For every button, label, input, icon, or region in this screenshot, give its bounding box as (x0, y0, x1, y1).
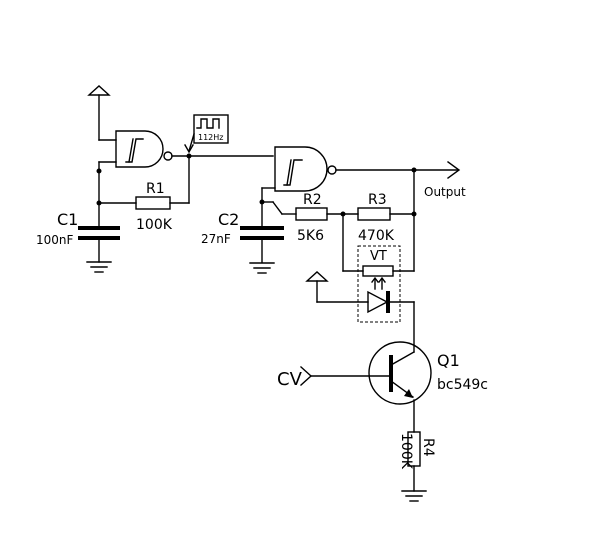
resistor-r2: R2 5K6 (281, 192, 359, 244)
supply-arrow-1 (87, 85, 117, 141)
r4-name: R4 (420, 438, 436, 457)
vactrol-vt: VT (342, 213, 415, 323)
r1-value: 100K (136, 217, 173, 233)
capacitor-c1: C1 100nF (36, 210, 120, 263)
c1-name: C1 (57, 210, 78, 229)
supply-arrow-2 (305, 271, 369, 303)
vt-name: VT (370, 249, 387, 264)
r2-name: R2 (303, 192, 322, 208)
r1-name: R1 (146, 181, 165, 197)
resistor-r1: R1 100K (98, 181, 190, 233)
cv-input: CV (277, 366, 392, 390)
c2-value: 27nF (201, 232, 231, 246)
output-label: Output (424, 185, 466, 199)
c2-name: C2 (218, 210, 239, 229)
ground-3 (401, 490, 427, 502)
ground-2 (249, 262, 275, 274)
oscilloscope-probe: 112Hz (184, 114, 229, 154)
schmitt-nand-gate-2 (274, 146, 337, 192)
schmitt-nand-gate-1 (115, 130, 173, 168)
q1-name: Q1 (437, 351, 460, 370)
r3-value: 470K (358, 228, 395, 244)
resistor-r3: R3 470K (357, 192, 415, 244)
r2-value: 5K6 (297, 228, 324, 244)
resistor-r4: R4 100K (398, 399, 436, 492)
ground-1 (86, 261, 112, 273)
q1-value: bc549c (437, 377, 488, 393)
r4-value: 100K (398, 433, 414, 470)
frequency-label: 112Hz (198, 133, 223, 142)
capacitor-c2: C2 27nF (201, 210, 284, 263)
cv-label: CV (277, 369, 303, 390)
transistor-q1: Q1 bc549c (368, 341, 488, 405)
c1-value: 100nF (36, 233, 74, 247)
r3-name: R3 (368, 192, 387, 208)
